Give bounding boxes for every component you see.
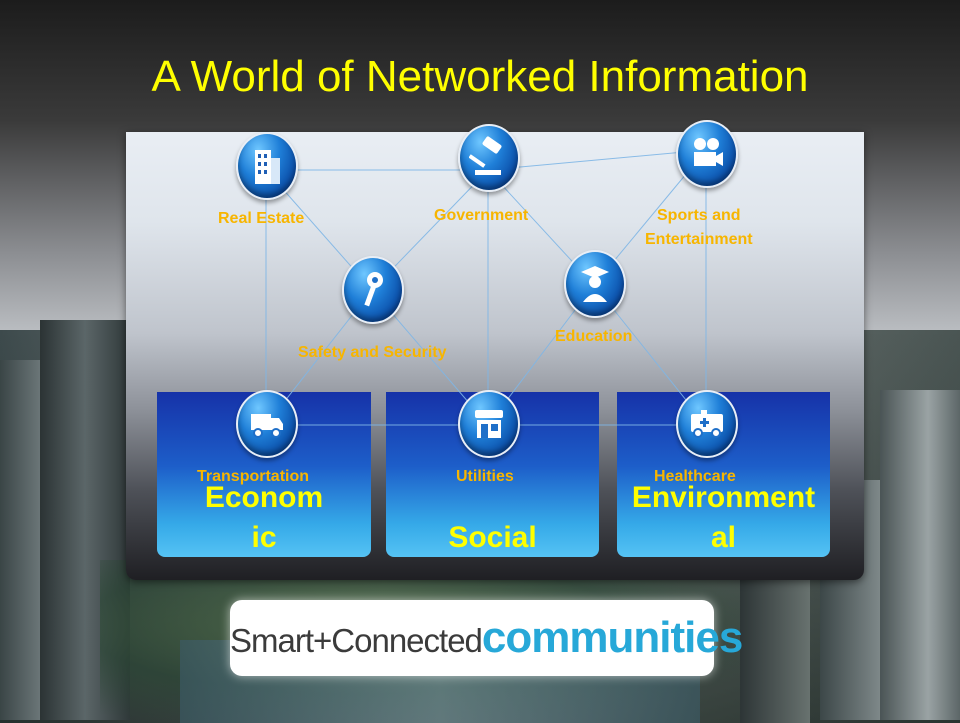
healthcare-node [673, 390, 739, 462]
healthcare-label: Healthcare [654, 468, 736, 485]
utilities-node [455, 390, 521, 462]
government-label: Government [434, 207, 529, 224]
storefront-icon [458, 390, 520, 458]
skyscraper [740, 555, 810, 723]
safety-node [339, 256, 405, 328]
logo-part1: Smart+Connected [230, 622, 483, 659]
ambulance-icon [676, 390, 738, 458]
graduate-icon [564, 250, 626, 318]
utilities-label: Utilities [456, 468, 514, 485]
logo-text: Smart+Connectedcommunities [230, 600, 743, 676]
real-estate-node [233, 132, 299, 204]
transportation-label: Transportation [197, 468, 310, 485]
truck-icon [236, 390, 298, 458]
film-camera-icon [676, 120, 738, 188]
government-node [455, 124, 521, 196]
social-label: Social [448, 521, 537, 554]
logo-part2: communities [481, 613, 743, 662]
smart-connected-communities-logo: Smart+Connectedcommunities [230, 600, 743, 676]
building-icon [236, 132, 298, 200]
education-node [561, 250, 627, 322]
slide-title: A World of Networked Information [151, 52, 809, 101]
key-icon [342, 256, 404, 324]
transportation-node [233, 390, 299, 462]
sports-label-line1: Sports and [657, 207, 741, 224]
education-label: Education [555, 328, 633, 345]
environmental-label: Environment al [631, 481, 816, 554]
sports-node [673, 120, 739, 192]
gavel-icon [458, 124, 520, 192]
skyscraper [880, 390, 960, 720]
skyscraper [0, 360, 42, 720]
sports-label-line2: Entertainment [645, 231, 753, 248]
real-estate-label: Real Estate [218, 210, 305, 227]
safety-label: Safety and Security [298, 344, 447, 361]
economic-label: Econom ic [204, 481, 324, 554]
